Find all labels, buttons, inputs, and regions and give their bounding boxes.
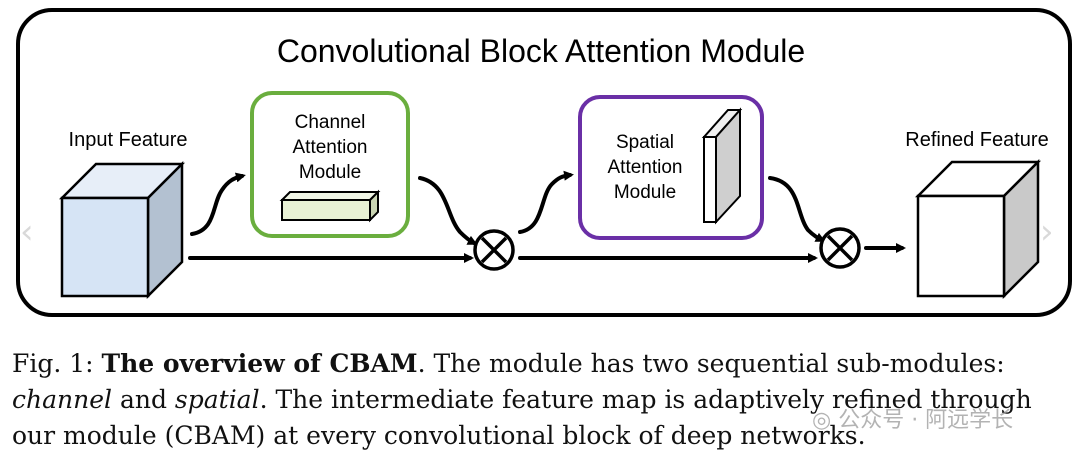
channel-attention-module: Channel Attention Module [250,91,410,238]
cbam-diagram: Convolutional Block Attention Module Inp… [16,8,1072,317]
channel-attention-bar [279,189,381,223]
spatial-module-line2: Attention [608,157,683,178]
next-chevron-icon[interactable]: › [1040,212,1054,252]
spatial-module-line3: Module [614,182,676,203]
prev-chevron-icon[interactable]: ‹ [20,212,34,252]
refined-feature-label: Refined Feature [905,129,1048,151]
outer-frame [16,8,1072,317]
input-feature-cube [58,160,186,300]
spatial-attention-slab [701,107,743,225]
figure-caption: Fig. 1: The overview of CBAM. The module… [12,346,1072,454]
channel-module-line3: Module [299,162,361,183]
multiply-operator-1 [473,229,515,271]
watermark: ◎ 公众号 · 阿远学长 [812,402,1013,434]
spatial-module-line1: Spatial [616,132,674,153]
arrow-input-to-channel [190,172,246,236]
wechat-icon: ◎ [812,408,832,433]
caption-text-1: . The module has two sequential sub-modu… [417,349,1005,378]
watermark-text: 公众号 · 阿远学长 [838,408,1014,433]
channel-module-line2: Attention [293,137,368,158]
arrow-channel-to-multiply-1 [418,176,478,245]
arrow-spatial-to-multiply-2 [768,176,826,242]
caption-text-3: . The intermediate feature map is adapti… [12,385,1032,450]
arrow-multiply-1-to-spatial [518,170,574,234]
caption-text-2: and [112,385,175,414]
spatial-attention-module: Spatial Attention Module [578,95,764,240]
caption-bold: The overview of CBAM [101,349,418,378]
channel-module-line1: Channel [295,112,366,133]
diagram-title: Convolutional Block Attention Module [277,33,805,69]
caption-italic-spatial: spatial [174,385,260,414]
multiply-operator-2 [819,227,861,269]
caption-italic-channel: channel [12,385,112,414]
caption-prefix: Fig. 1: [12,349,102,378]
refined-feature-cube [914,158,1042,300]
input-feature-label: Input Feature [69,129,188,151]
